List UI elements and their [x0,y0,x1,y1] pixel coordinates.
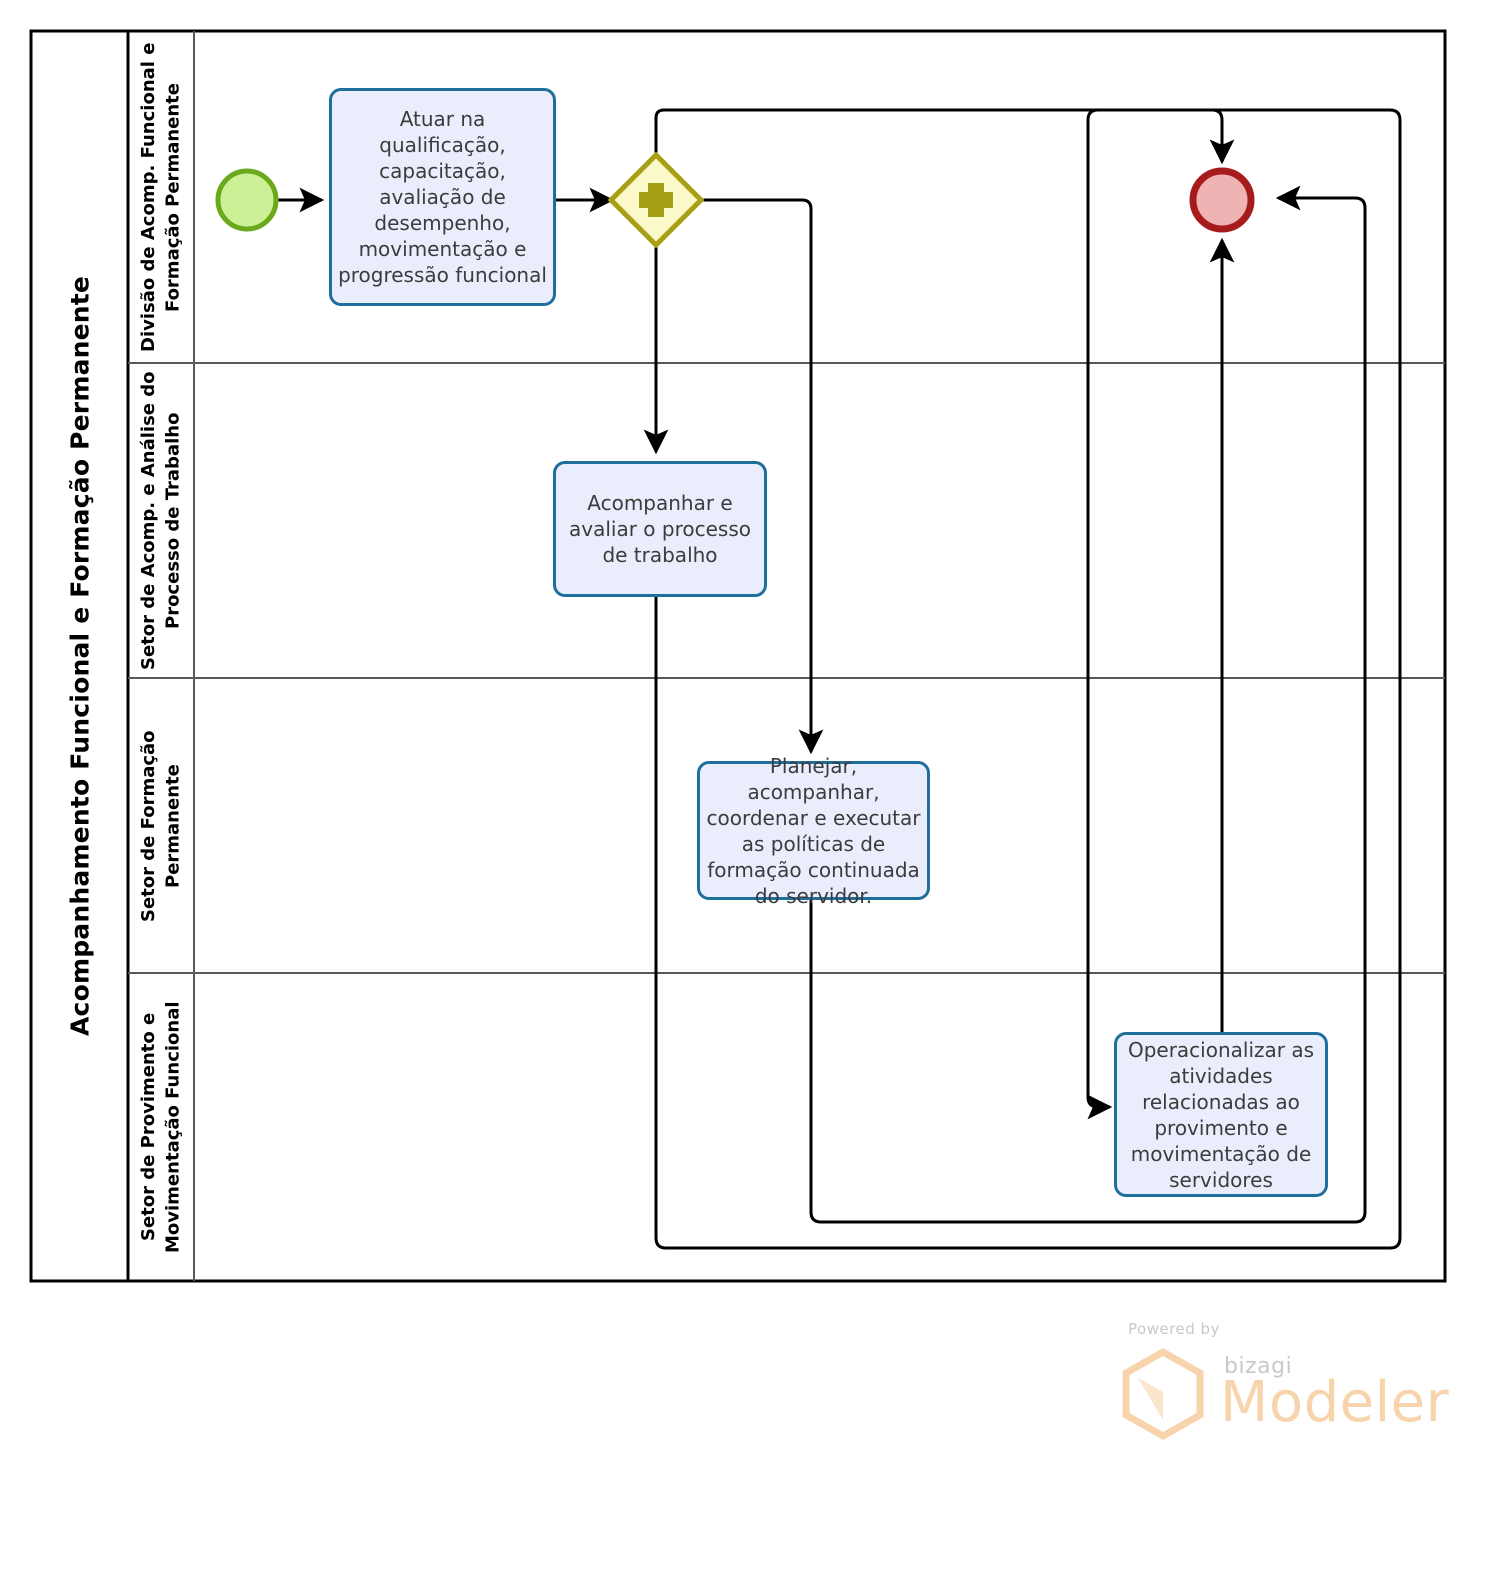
lane-title-2: Setor de Acomp. e Análise do Processo de… [138,371,184,671]
flow-task3-to-endevent-right [809,185,1367,1224]
task-3-label: Planejar, acompanhar, coordenar e execut… [706,753,921,908]
pool-frame [29,29,1447,1283]
pool-title: Acompanhamento Funcional e Formação Perm… [65,275,95,1037]
plus-icon [639,183,673,217]
task-operacionalizar-provimento[interactable]: Operacionalizar as atividades relacionad… [1114,1032,1328,1197]
flow-task2-to-endevent [654,108,1402,1250]
task-atuar-qualificacao[interactable]: Atuar na qualificação, capacitação, aval… [329,88,556,306]
task-4-label: Operacionalizar as atividades relacionad… [1127,1037,1315,1192]
parallel-gateway[interactable] [607,151,705,249]
flow-gateway-to-task3 [701,198,824,755]
end-event[interactable] [1189,167,1255,233]
task-acompanhar-avaliar-processo[interactable]: Acompanhar e avaliar o processo de traba… [553,461,767,597]
task-2-label: Acompanhar e avaliar o processo de traba… [569,491,751,567]
task-planejar-politicas-formacao[interactable]: Planejar, acompanhar, coordenar e execut… [697,754,930,908]
flow-gateway-to-endevent-top [654,108,1235,165]
lane-title-4: Setor de Provimento e Movimentação Funci… [138,1001,184,1253]
task-1-label: Atuar na qualificação, capacitação, aval… [338,107,547,287]
start-event[interactable] [215,168,279,232]
lane-title-1: Divisão de Acomp. Funcional e Formação P… [138,42,184,353]
lane-title-3: Setor de Formação Permanente [138,730,184,922]
